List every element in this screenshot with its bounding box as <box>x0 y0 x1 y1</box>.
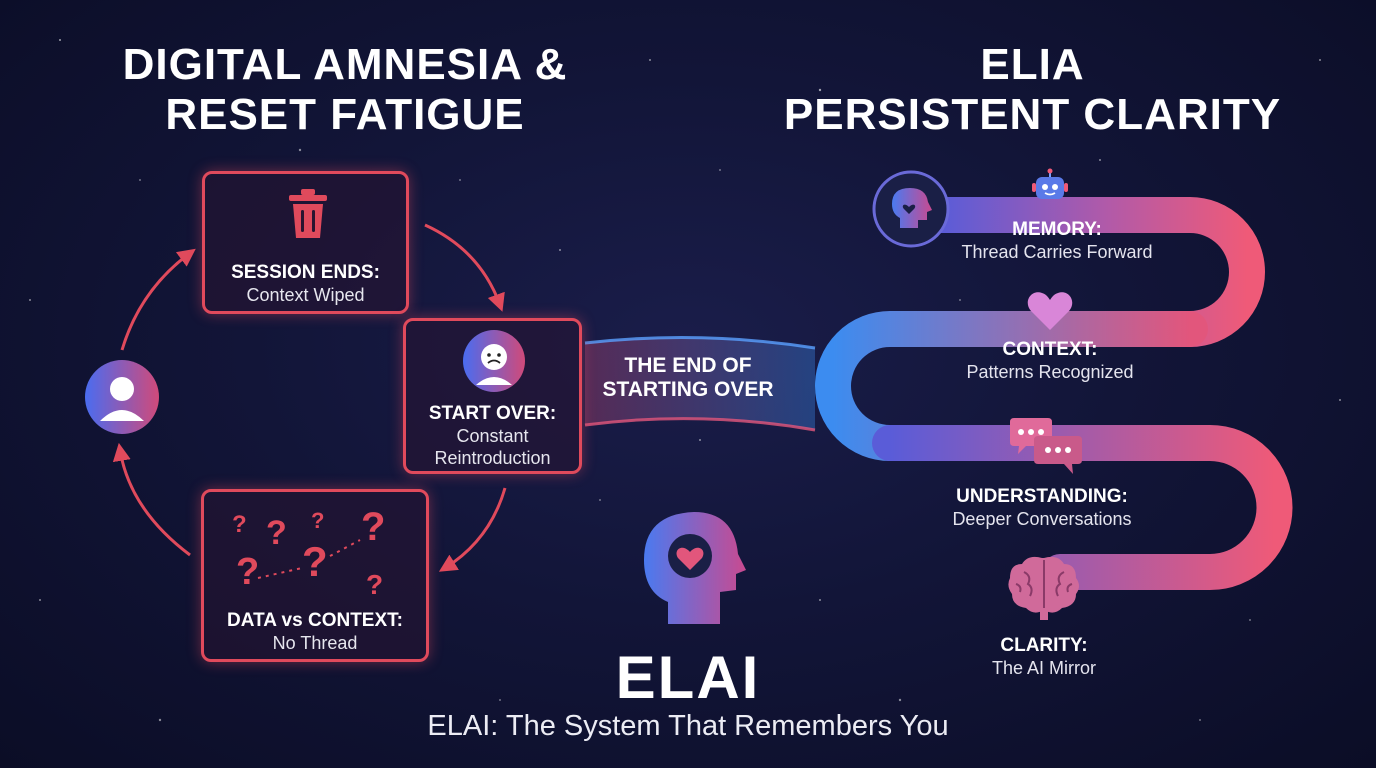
chat-bubbles-icon <box>1010 418 1082 474</box>
left-title-line2: RESET FATIGUE <box>165 90 525 139</box>
step-understanding-text: Deeper Conversations <box>952 509 1132 529</box>
data-vs-context-heading: DATA vs CONTEXT: <box>227 610 403 631</box>
session-ends-text: Context Wiped <box>246 285 365 305</box>
session-ends-card: SESSION ENDS: Context Wiped <box>202 171 409 314</box>
trash-icon <box>289 189 327 238</box>
start-over-text-line1: Constant <box>456 426 529 446</box>
svg-text:?: ? <box>311 508 324 533</box>
svg-text:?: ? <box>361 505 385 549</box>
brand-name: ELAI <box>615 644 761 711</box>
right-title: ELIA PERSISTENT CLARITY <box>770 40 1295 140</box>
step-memory-text: Thread Carries Forward <box>961 242 1153 262</box>
bridge-label-line2: STARTING OVER <box>602 378 774 401</box>
bridge-label-line1: THE END OF <box>624 354 752 377</box>
right-title-line2: PERSISTENT CLARITY <box>783 90 1282 139</box>
svg-text:?: ? <box>236 551 259 593</box>
step-memory-heading: MEMORY: <box>1012 219 1102 240</box>
step-clarity-heading: CLARITY: <box>1000 635 1088 656</box>
svg-text:?: ? <box>302 538 328 585</box>
bridge-ribbon <box>585 337 815 430</box>
svg-text:?: ? <box>266 514 287 552</box>
bridge-label: THE END OF STARTING OVER <box>588 354 788 402</box>
left-title: DIGITAL AMNESIA & RESET FATIGUE <box>85 40 605 140</box>
heart-icon <box>1027 292 1073 330</box>
step-context-text: Patterns Recognized <box>966 362 1134 382</box>
step-understanding-heading: UNDERSTANDING: <box>956 486 1128 507</box>
step-context: CONTEXT: Patterns Recognized <box>930 339 1170 383</box>
svg-text:?: ? <box>366 569 383 600</box>
session-ends-heading: SESSION ENDS: <box>231 262 380 283</box>
step-context-heading: CONTEXT: <box>1002 339 1098 360</box>
step-clarity-text: The AI Mirror <box>991 658 1097 678</box>
head-heart-start-icon <box>872 170 950 248</box>
tagline: ELAI: The System That Remembers You <box>427 710 949 742</box>
svg-text:?: ? <box>232 511 247 538</box>
start-over-card: START OVER: Constant Reintroduction <box>403 318 582 474</box>
brain-icon <box>1008 556 1079 620</box>
cycle-arrow <box>112 223 507 572</box>
data-vs-context-card: ? ? ? ? ? ? ? DATA vs CONTEXT: No Thread <box>201 489 429 662</box>
step-understanding: UNDERSTANDING: Deeper Conversations <box>922 486 1162 530</box>
start-over-heading: START OVER: <box>428 403 557 424</box>
user-avatar-icon <box>85 360 159 434</box>
right-title-line1: ELIA <box>980 40 1085 89</box>
sad-face-icon <box>463 330 525 392</box>
step-clarity: CLARITY: The AI Mirror <box>924 635 1164 679</box>
left-title-line1: DIGITAL AMNESIA & <box>122 40 568 89</box>
question-marks-icon: ? ? ? ? ? ? ? <box>232 505 385 600</box>
step-memory: MEMORY: Thread Carries Forward <box>937 219 1177 263</box>
start-over-text-line2: Reintroduction <box>434 448 551 468</box>
robot-icon <box>1032 168 1068 199</box>
data-vs-context-text: No Thread <box>272 633 358 653</box>
winding-path <box>815 197 1293 590</box>
head-heart-icon <box>644 512 746 624</box>
